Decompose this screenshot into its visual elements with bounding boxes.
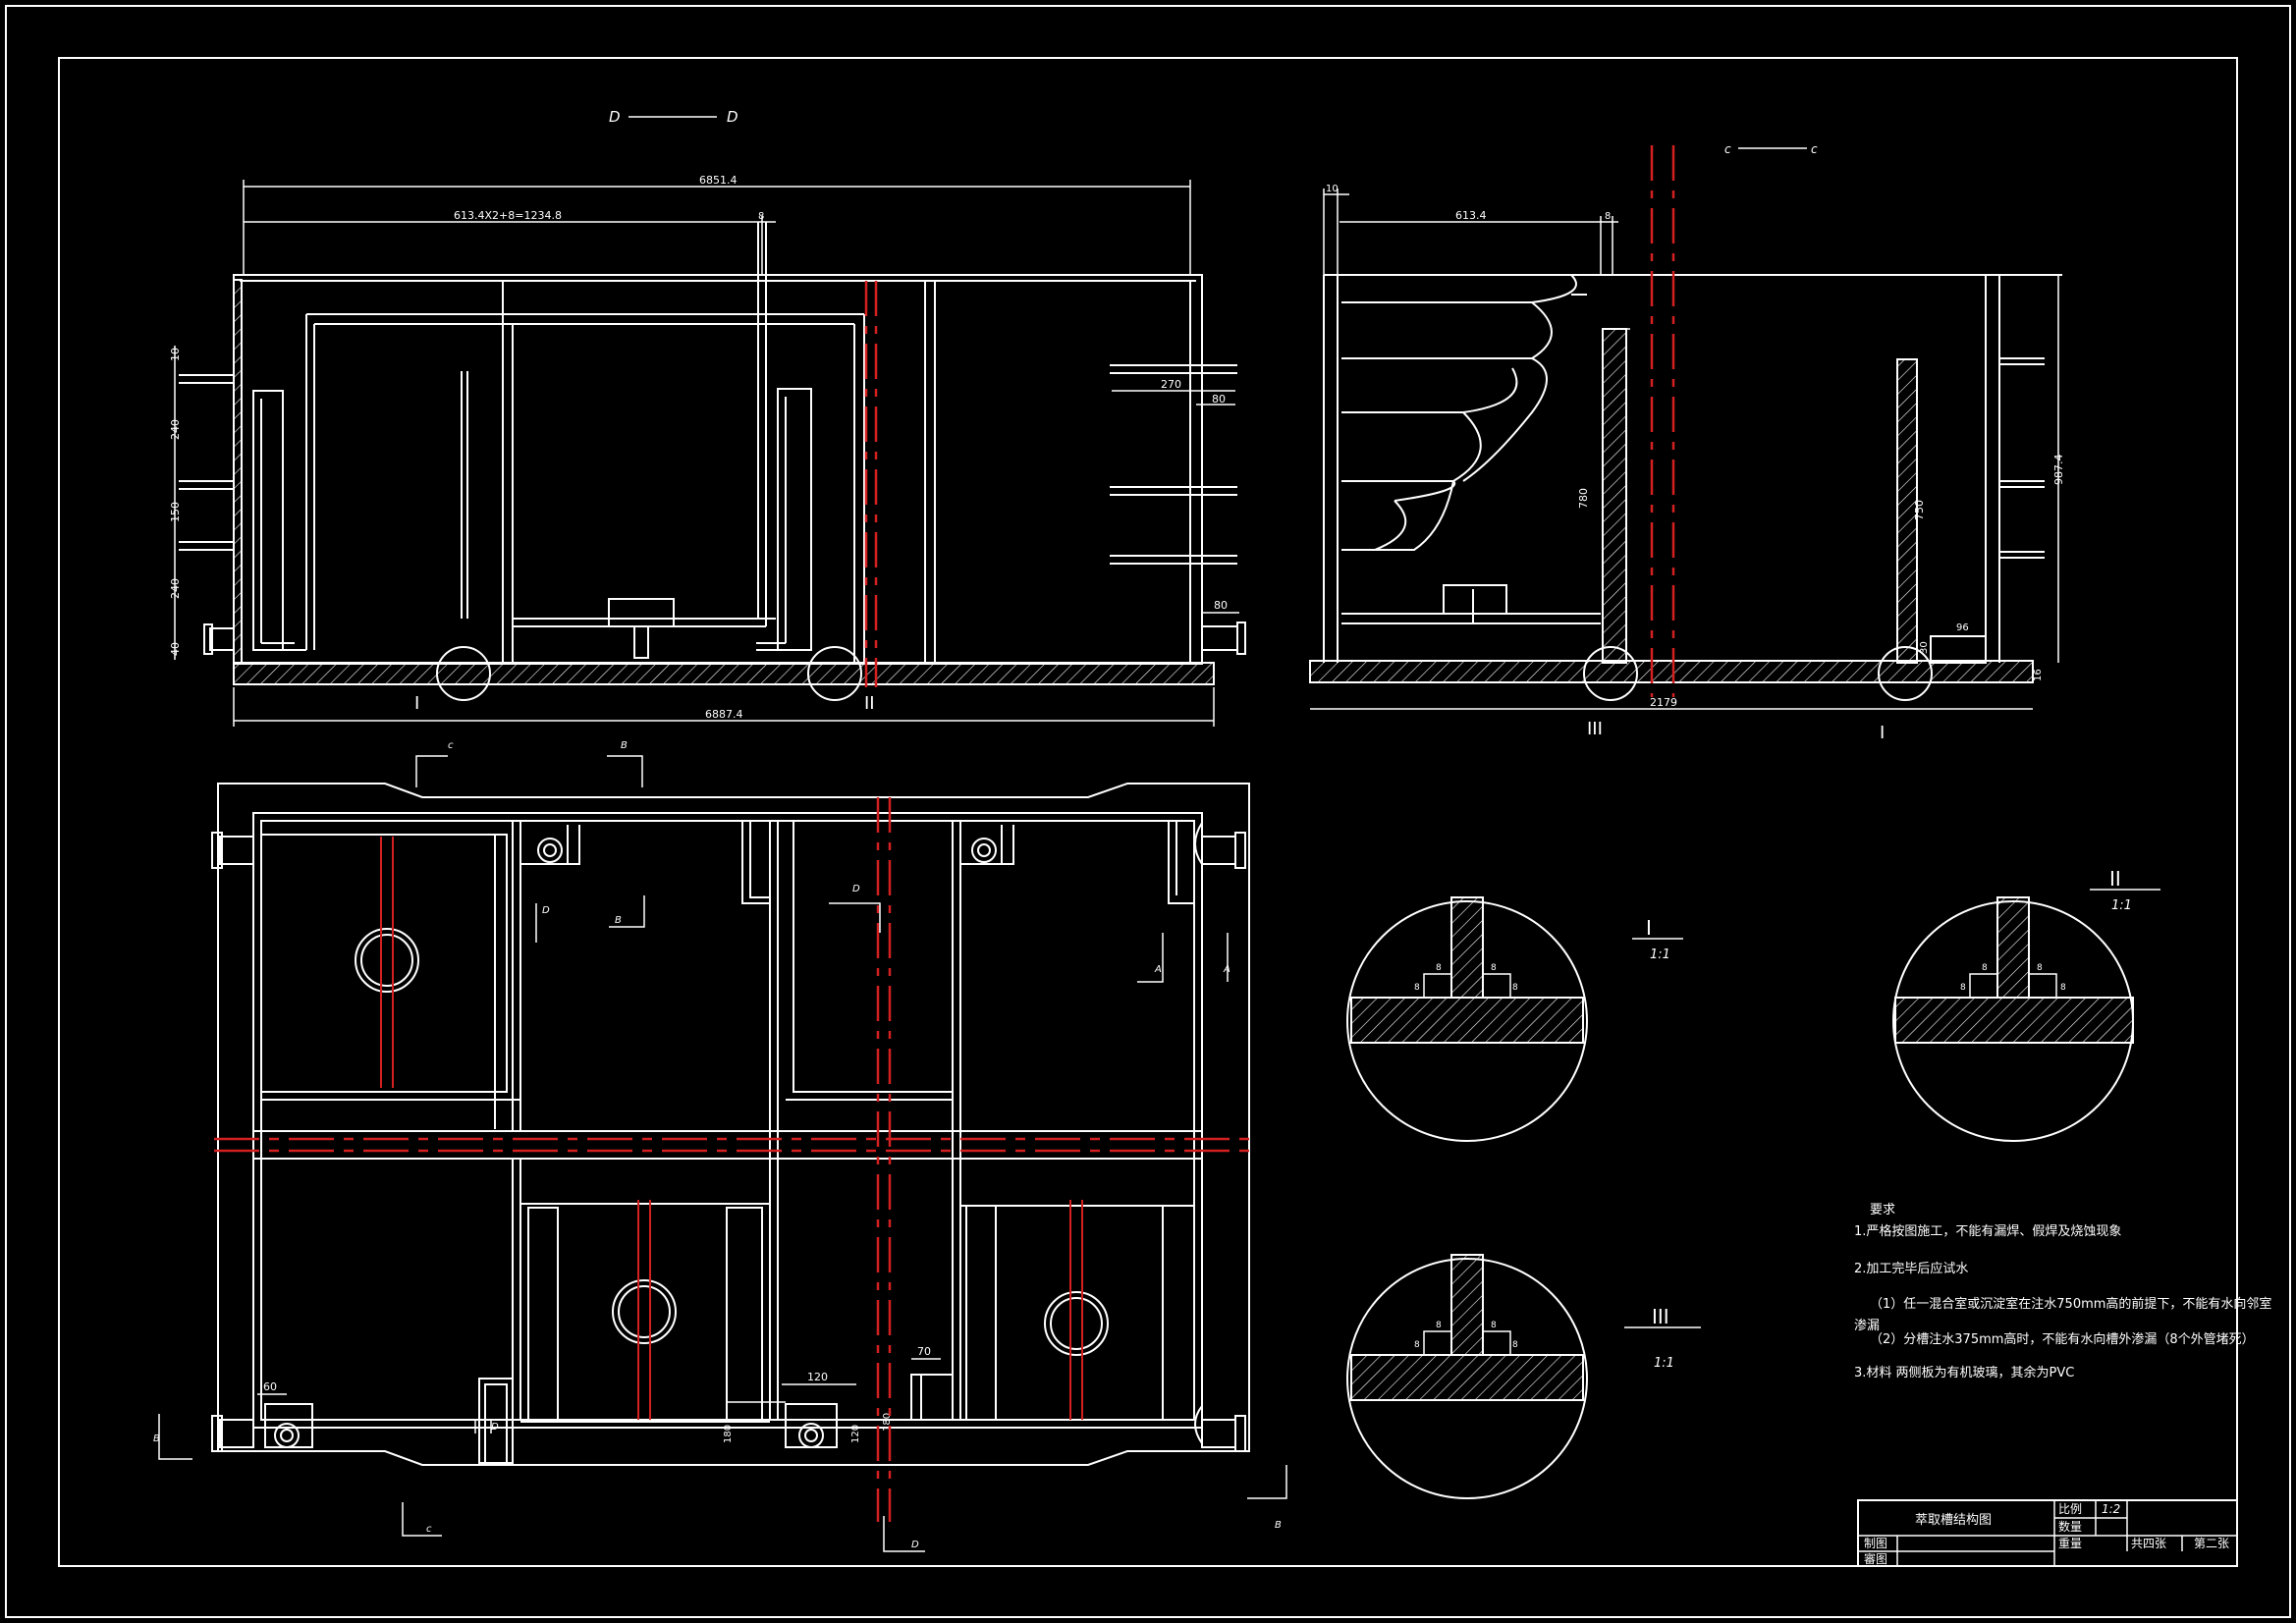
detail-i: 8 8 8 8 I 1:1 [1346,896,1683,1142]
plan-mark-b-3: B [153,1434,160,1444]
dim-plan-120: 120 [807,1371,828,1383]
dim-right-270: 270 [1161,378,1181,391]
detail-iii: 8 8 8 8 III 1:1 [1346,1254,1701,1499]
plan-mark-c-bottom: c [426,1524,432,1535]
detail-mark-iii: III [1587,719,1603,739]
dim-plan-180b: 180 [882,1413,893,1432]
plan-mark-b-bottom: B [1275,1520,1282,1531]
plan-mark-d-bottom: D [911,1540,919,1550]
plan-mark-d-2: D [852,884,860,894]
note-3: 3.材料 两侧板为有机玻璃，其余为PVC [1854,1365,2074,1380]
note-2b: （2）分槽注水375mm高时，不能有水向槽外渗漏（8个外管堵死） [1870,1331,2255,1347]
detail-ii: 8 8 8 8 II 1:1 [1892,867,2160,1142]
detail-i-dim-4: 8 [1512,983,1518,993]
dim-plan-70: 70 [917,1345,931,1358]
dim-left-2: 240 [169,419,182,440]
title-check-label: 審图 [1864,1551,1887,1566]
dim-side-987: 987.4 [2052,455,2065,486]
note-1: 1.严格按图施工，不能有漏焊、假焊及烧蚀现象 [1854,1223,2121,1239]
title-name: 萃取槽结构图 [1915,1513,1992,1528]
dim-sub-top: 613.4X2+8=1234.8 [454,209,562,222]
dim-right-80a: 80 [1212,393,1226,406]
detail-ii-dim-4: 8 [2060,983,2066,993]
plan-view: 60 120 180 120 70 180 c [153,740,1287,1552]
detail-i-dim-1: 8 [1436,963,1442,973]
dim-side-96: 96 [1956,622,1969,633]
detail-iii-dim-4: 8 [1512,1340,1518,1350]
detail-iii-dim-2: 8 [1491,1321,1497,1330]
note-2a: （1）任一混合室或沉淀室在注水750mm高的前提下，不能有水向邻室 [1870,1296,2271,1312]
detail-mark-i-side: I [1880,723,1885,743]
title-sheets-total: 共四张 [2131,1537,2166,1550]
detail-iii-dim-1: 8 [1436,1321,1442,1330]
dim-side-top-8: 8 [1605,211,1611,222]
section-label-c-right: c [1811,142,1818,156]
plan-mark-d-3: D [491,1422,499,1433]
detail-ii-dim-2: 8 [2037,963,2043,973]
section-label-d-right: D [727,108,738,126]
notes: 要求 1.严格按图施工，不能有漏焊、假焊及烧蚀现象 2.加工完毕后应试水 （1）… [1854,1203,2271,1380]
detail-ii-scale: 1:1 [2111,898,2132,913]
plan-mark-c-top: c [448,740,454,751]
detail-ii-dim-3: 8 [1960,983,1966,993]
title-scale-label: 比例 [2058,1502,2082,1516]
dim-overall-top: 6851.4 [699,174,738,187]
detail-i-scale: 1:1 [1650,947,1670,962]
section-label-c-left: c [1724,142,1731,156]
plan-mark-b-2: B [615,915,622,926]
title-scale-value: 1:2 [2102,1502,2120,1516]
inner-border [58,57,2238,1567]
detail-ii-dim-1: 8 [1982,963,1988,973]
title-qty-label: 数量 [2058,1519,2082,1534]
dim-side-30: 30 [1919,641,1930,654]
notes-title: 要求 [1870,1203,1895,1217]
note-2a-cont: 渗漏 [1854,1318,1880,1333]
detail-mark-ii: II [864,693,875,714]
dim-side-top-10: 10 [1326,184,1339,194]
section-label-d-left: D [609,108,621,126]
dim-side-750: 750 [1913,500,1926,520]
front-section-view: D D 6851.4 613.4X2+8=1234.8 8 [169,108,1246,727]
dim-overall-bottom: 6887.4 [705,708,743,721]
detail-ii-label: II [2109,867,2121,891]
side-section-view: c c 10 613.4 8 780 750 [1309,142,2065,743]
dim-left-4: 240 [169,578,182,599]
dim-left-1: 10 [169,348,182,361]
title-sheet-no: 第二张 [2194,1537,2229,1550]
dim-plan-180a: 180 [723,1425,734,1443]
title-drawn-label: 制图 [1864,1537,1887,1550]
detail-iii-scale: 1:1 [1654,1356,1674,1371]
plan-mark-a-1: A [1154,964,1162,975]
dim-left-5: 40 [169,642,182,656]
title-weight-label: 重量 [2058,1537,2082,1550]
dim-plan-60: 60 [263,1380,277,1393]
detail-iii-label: III [1652,1305,1669,1328]
detail-iii-dim-3: 8 [1414,1340,1420,1350]
dim-plan-120v: 120 [850,1425,861,1443]
dim-sub-small: 8 [758,211,764,222]
dim-side-top-613: 613.4 [1455,209,1487,222]
note-2: 2.加工完毕后应试水 [1854,1261,1968,1276]
dim-side-780: 780 [1577,488,1590,509]
detail-i-label: I [1646,916,1652,940]
plan-mark-d-1: D [542,905,550,916]
plan-mark-b-top: B [621,740,628,751]
outer-border [5,5,2291,1618]
detail-mark-i: I [414,693,419,714]
dim-side-16: 16 [2033,669,2044,681]
dim-left-3: 150 [169,502,182,522]
plan-mark-a-2: A [1223,964,1230,975]
detail-i-dim-2: 8 [1491,963,1497,973]
dim-side-bottom: 2179 [1650,696,1677,709]
detail-i-dim-3: 8 [1414,983,1420,993]
dim-right-80b: 80 [1214,599,1228,612]
title-block: 萃取槽结构图 比例 1:2 数量 重量 共四张 第二张 制图 審图 [1857,1499,2238,1567]
